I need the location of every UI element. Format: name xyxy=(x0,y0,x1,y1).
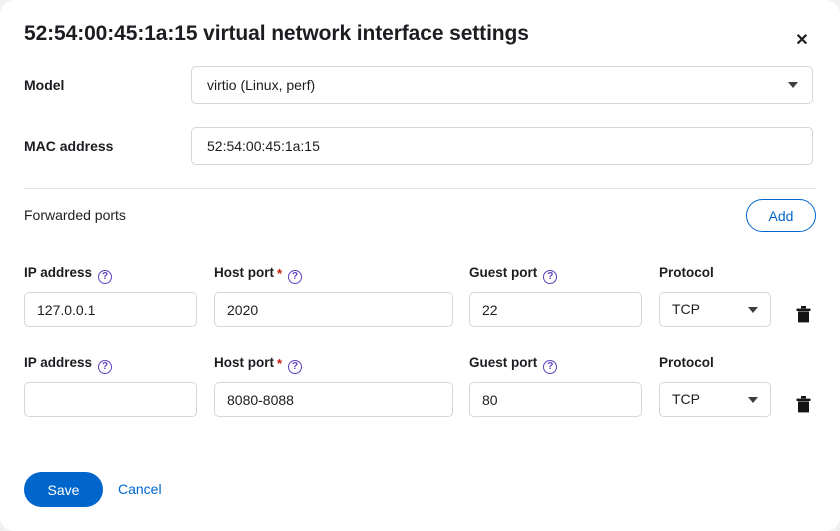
host-port-header: Host port*? xyxy=(214,265,303,284)
guest-port-input[interactable] xyxy=(469,382,642,417)
protocol-select[interactable]: TCP xyxy=(659,292,771,327)
guest-port-input[interactable] xyxy=(469,292,642,327)
guest-port-header-label: Guest port xyxy=(469,265,538,280)
forwarded-port-row: IP address? Host port*? Guest port? Prot… xyxy=(0,355,840,417)
host-port-input[interactable] xyxy=(214,382,453,417)
save-button[interactable]: Save xyxy=(24,472,103,507)
forwarded-ports-label: Forwarded ports xyxy=(24,207,126,223)
chevron-down-icon xyxy=(748,397,758,403)
ip-address-header-label: IP address xyxy=(24,265,93,280)
host-port-header-label: Host port xyxy=(214,355,274,370)
help-icon[interactable]: ? xyxy=(543,360,558,374)
chevron-down-icon xyxy=(788,82,798,88)
model-select[interactable]: virtio (Linux, perf) xyxy=(191,66,813,104)
ip-address-header: IP address? xyxy=(24,265,113,284)
guest-port-header: Guest port? xyxy=(469,355,558,374)
ip-address-input[interactable] xyxy=(24,292,197,327)
model-value: virtio (Linux, perf) xyxy=(207,77,316,93)
forwarded-port-row: IP address? Host port*? Guest port? Prot… xyxy=(0,265,840,327)
cancel-button[interactable]: Cancel xyxy=(118,481,162,497)
model-label: Model xyxy=(24,77,65,93)
delete-row-button[interactable] xyxy=(793,382,813,417)
page-title: 52:54:00:45:1a:15 virtual network interf… xyxy=(24,22,529,45)
host-port-header: Host port*? xyxy=(214,355,303,374)
protocol-header: Protocol xyxy=(659,355,714,373)
protocol-value: TCP xyxy=(672,301,700,317)
help-icon[interactable]: ? xyxy=(98,270,113,284)
guest-port-header-label: Guest port xyxy=(469,355,538,370)
section-divider xyxy=(24,188,816,189)
help-icon[interactable]: ? xyxy=(288,270,303,284)
protocol-value: TCP xyxy=(672,391,700,407)
add-forwarded-port-button[interactable]: Add xyxy=(746,199,816,232)
trash-icon xyxy=(796,305,810,322)
dialog-header: 52:54:00:45:1a:15 virtual network interf… xyxy=(0,0,840,64)
mac-address-row: MAC address 52:54:00:45:1a:15 xyxy=(0,127,840,165)
required-asterisk: * xyxy=(277,266,283,281)
chevron-down-icon xyxy=(748,307,758,313)
protocol-header-label: Protocol xyxy=(659,265,714,280)
host-port-input[interactable] xyxy=(214,292,453,327)
help-icon[interactable]: ? xyxy=(288,360,303,374)
mac-address-field[interactable]: 52:54:00:45:1a:15 xyxy=(191,127,813,165)
host-port-header-label: Host port xyxy=(214,265,274,280)
delete-row-button[interactable] xyxy=(793,292,813,327)
required-asterisk: * xyxy=(277,356,283,371)
mac-address-value: 52:54:00:45:1a:15 xyxy=(207,138,320,154)
mac-address-label: MAC address xyxy=(24,138,114,154)
model-row: Model virtio (Linux, perf) xyxy=(0,66,840,104)
ip-address-input[interactable] xyxy=(24,382,197,417)
close-icon[interactable]: ✕ xyxy=(791,30,813,52)
protocol-header-label: Protocol xyxy=(659,355,714,370)
ip-address-header: IP address? xyxy=(24,355,113,374)
trash-icon xyxy=(796,395,810,412)
help-icon[interactable]: ? xyxy=(98,360,113,374)
guest-port-header: Guest port? xyxy=(469,265,558,284)
protocol-select[interactable]: TCP xyxy=(659,382,771,417)
ip-address-header-label: IP address xyxy=(24,355,93,370)
protocol-header: Protocol xyxy=(659,265,714,283)
help-icon[interactable]: ? xyxy=(543,270,558,284)
